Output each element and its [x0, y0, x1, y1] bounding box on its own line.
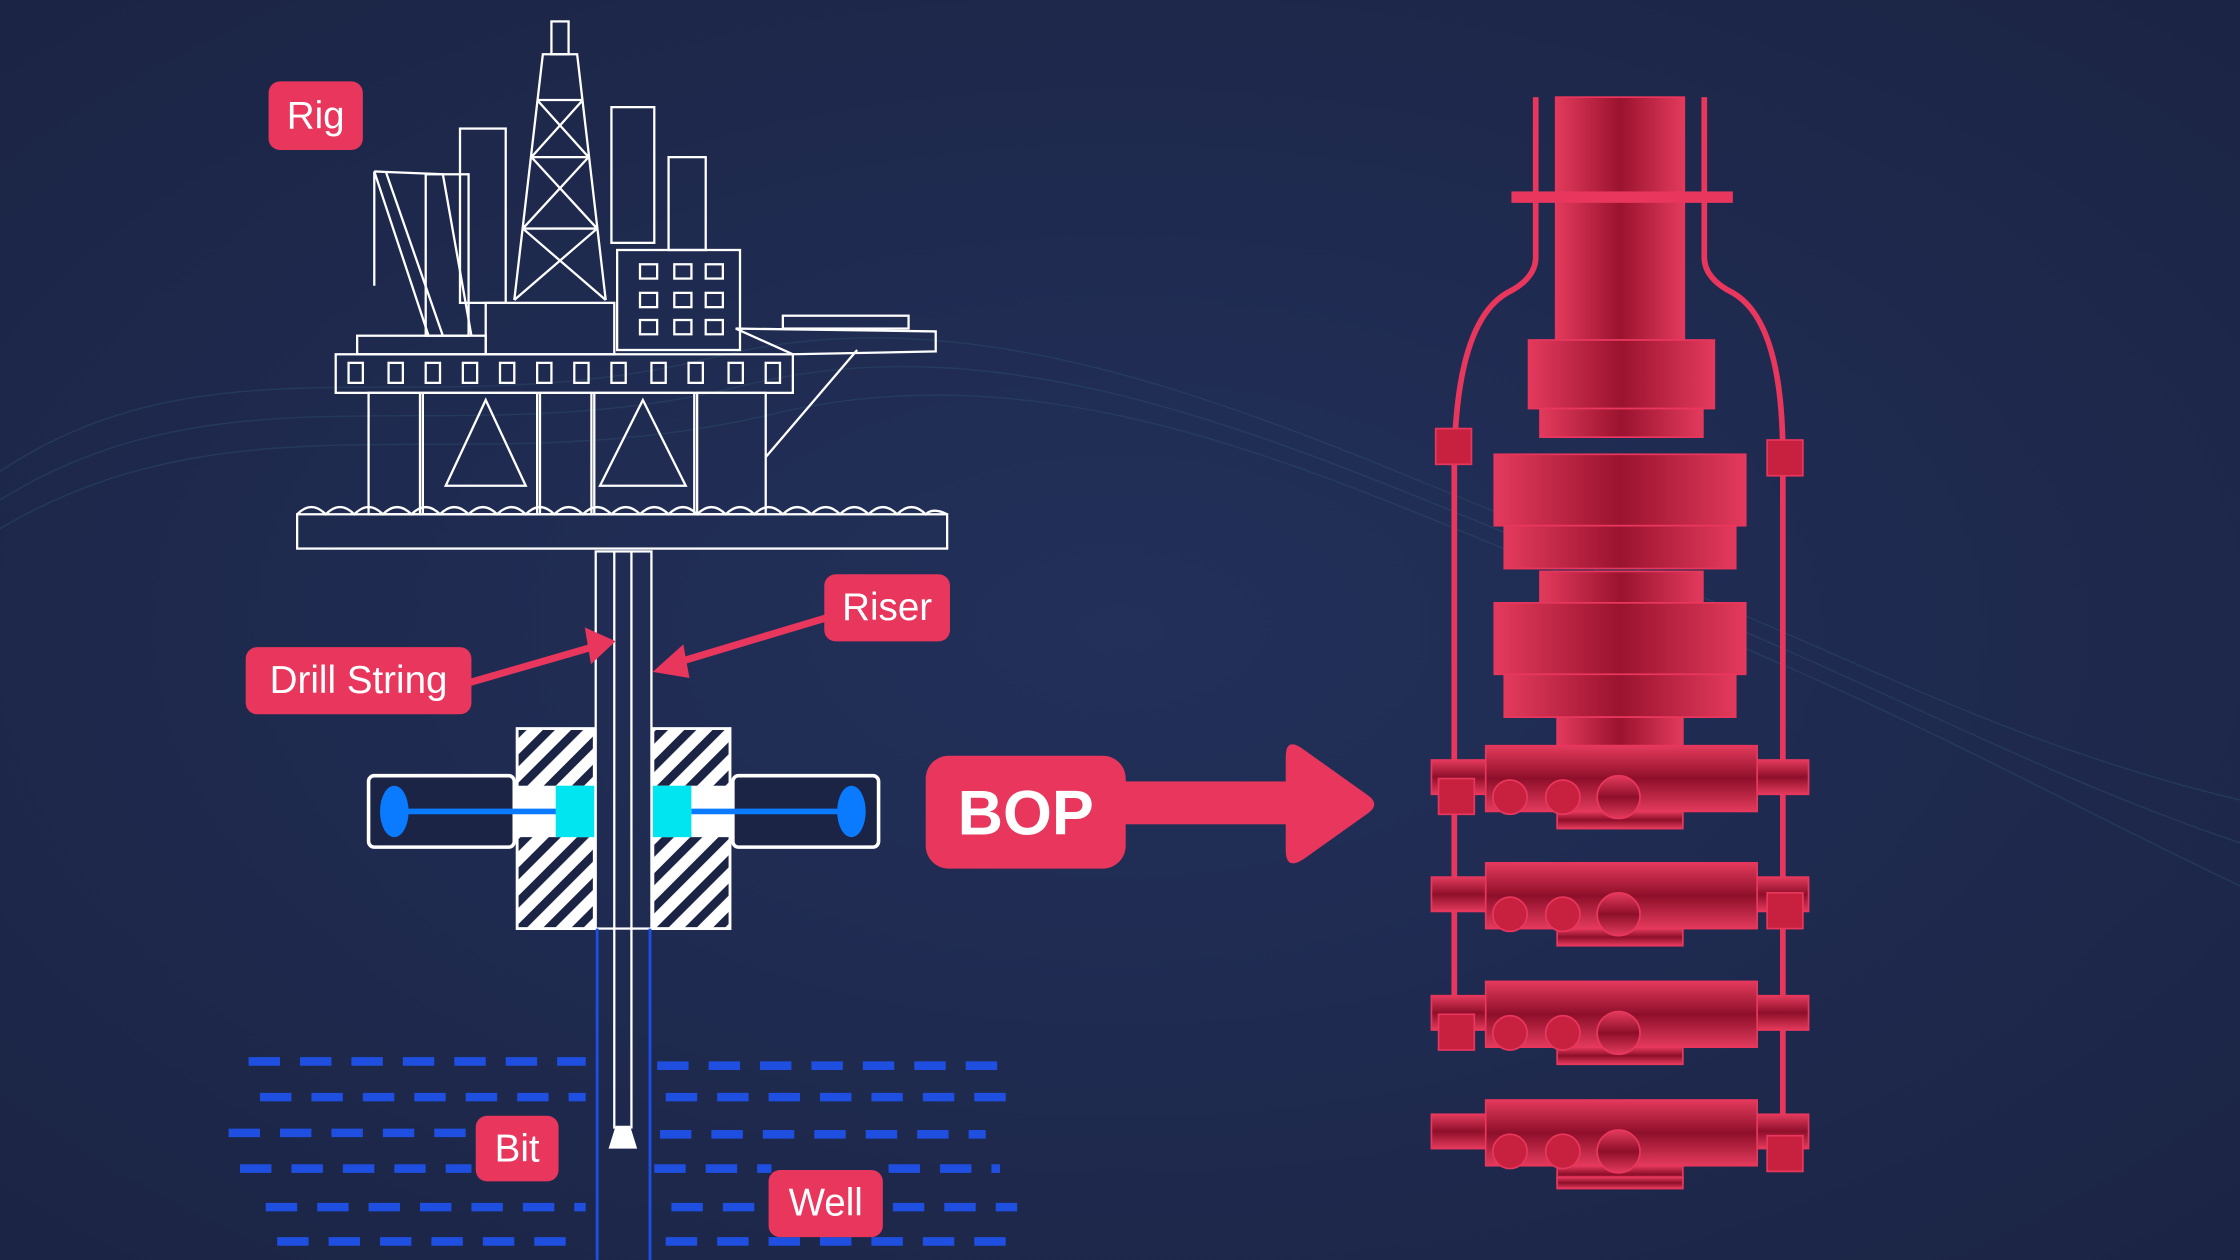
ram-right: [652, 785, 692, 838]
piston-left: [380, 785, 409, 838]
well-label: Well: [789, 1182, 863, 1225]
bop-label-bg: [925, 755, 1126, 869]
bit-label: Bit: [495, 1127, 540, 1170]
drill-string-arrow: [467, 627, 616, 687]
rig-label: Rig: [287, 95, 345, 138]
well-label-bg: [768, 1170, 883, 1238]
background-wave: [0, 337, 2240, 887]
drill-string: [613, 551, 633, 1129]
bop-schematic: [366, 727, 881, 930]
ram-left: [555, 785, 595, 838]
riser-arrow: [652, 613, 830, 679]
well-formation-lines: [228, 1057, 1018, 1246]
piston-right: [837, 785, 866, 838]
drill-string-label: Drill String: [270, 659, 448, 702]
drill-string-label-bg: [245, 647, 472, 715]
riser-label: Riser: [842, 586, 932, 629]
bop-arrow: [1114, 744, 1375, 864]
bop-label: BOP: [958, 778, 1094, 848]
bit-label-bg: [475, 1115, 559, 1182]
rig-illustration: [295, 20, 949, 550]
rig-label-bg: [268, 81, 363, 150]
wellbore-walls: [595, 928, 652, 1260]
riser-label-bg: [824, 574, 950, 642]
drill-bit: [608, 1125, 638, 1149]
bop-stack-illustration: [1430, 96, 1810, 1190]
